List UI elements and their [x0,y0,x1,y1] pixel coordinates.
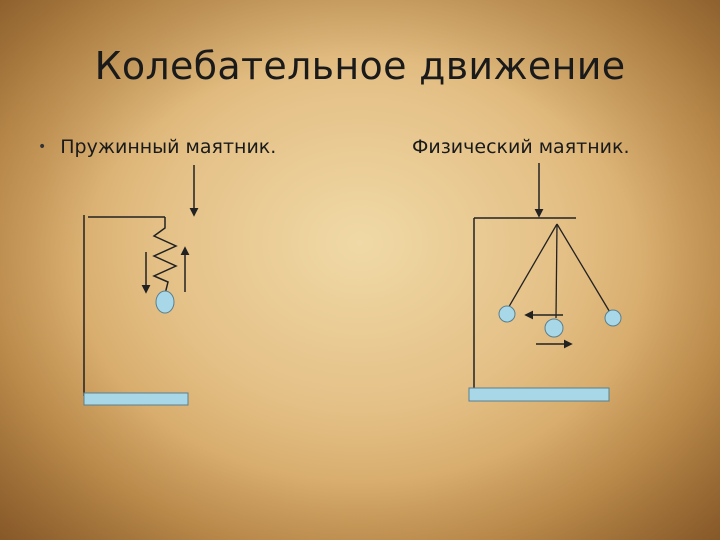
spring-bob [155,290,175,314]
pendulum-string-right [556,223,612,315]
slide-title: Колебательное движение [94,44,626,88]
physical-pendulum [468,163,622,402]
spring-coil [152,217,178,295]
spring-pendulum [83,165,199,406]
pendulum-string-left [506,223,558,311]
spring-pendulum-label: Пружинный маятник. [60,136,277,158]
bullet-dot: • [38,139,47,155]
base-plate [468,387,610,402]
base-plate [83,392,189,406]
pendulum-string-center [555,223,558,319]
bullet-item: • Пружинный маятник. [38,136,276,158]
pendulum-bob-left [498,305,516,323]
physical-pendulum-label: Физический маятник. [412,136,630,158]
pendulum-bob-center [544,318,564,338]
pendulum-bob-right [604,309,622,327]
